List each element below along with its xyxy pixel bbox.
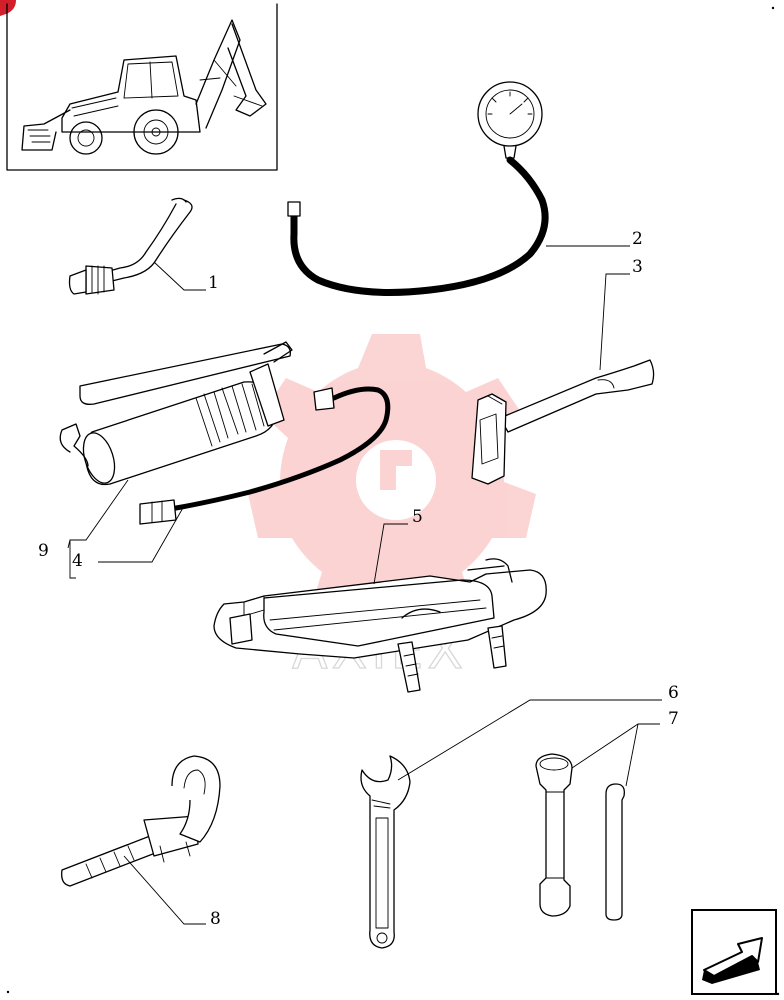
callout-4: 4 bbox=[72, 551, 83, 571]
gear-hub-mark bbox=[380, 450, 412, 490]
callout-5: 5 bbox=[412, 507, 423, 527]
callout-1: 1 bbox=[208, 273, 219, 293]
part-1-hose-fitting bbox=[68, 197, 193, 295]
part-7-tommy-bar bbox=[605, 783, 625, 921]
callout-7: 7 bbox=[668, 709, 679, 729]
scan-dot bbox=[771, 6, 775, 10]
part-6-adjustable-wrench bbox=[360, 755, 411, 949]
backhoe-loader-icon bbox=[21, 19, 267, 155]
callout-6: 6 bbox=[668, 683, 679, 703]
leader-lines bbox=[67, 245, 662, 925]
corner-badge-icon bbox=[0, 0, 16, 16]
scan-dot bbox=[6, 990, 10, 994]
scan-dot bbox=[776, 992, 780, 996]
callout-2: 2 bbox=[632, 229, 643, 249]
gear-hub bbox=[356, 440, 436, 520]
part-8-clamp-pin bbox=[61, 755, 221, 887]
arrow-forward-shadow bbox=[702, 956, 760, 984]
next-page-frame bbox=[691, 909, 777, 995]
part-5-tool-bag bbox=[213, 558, 547, 693]
part-7-box-spanner bbox=[535, 753, 573, 917]
callout-3: 3 bbox=[632, 257, 643, 277]
part-9-grease-gun bbox=[59, 341, 293, 486]
part-2-pressure-gauge bbox=[287, 81, 549, 296]
part-3-hammer bbox=[471, 359, 655, 485]
callout-8: 8 bbox=[210, 909, 221, 929]
next-page-button[interactable] bbox=[691, 909, 777, 995]
part-4-grease-hose bbox=[139, 386, 391, 525]
machine-thumbnail bbox=[6, 3, 278, 171]
callout-9: 9 bbox=[38, 541, 49, 561]
